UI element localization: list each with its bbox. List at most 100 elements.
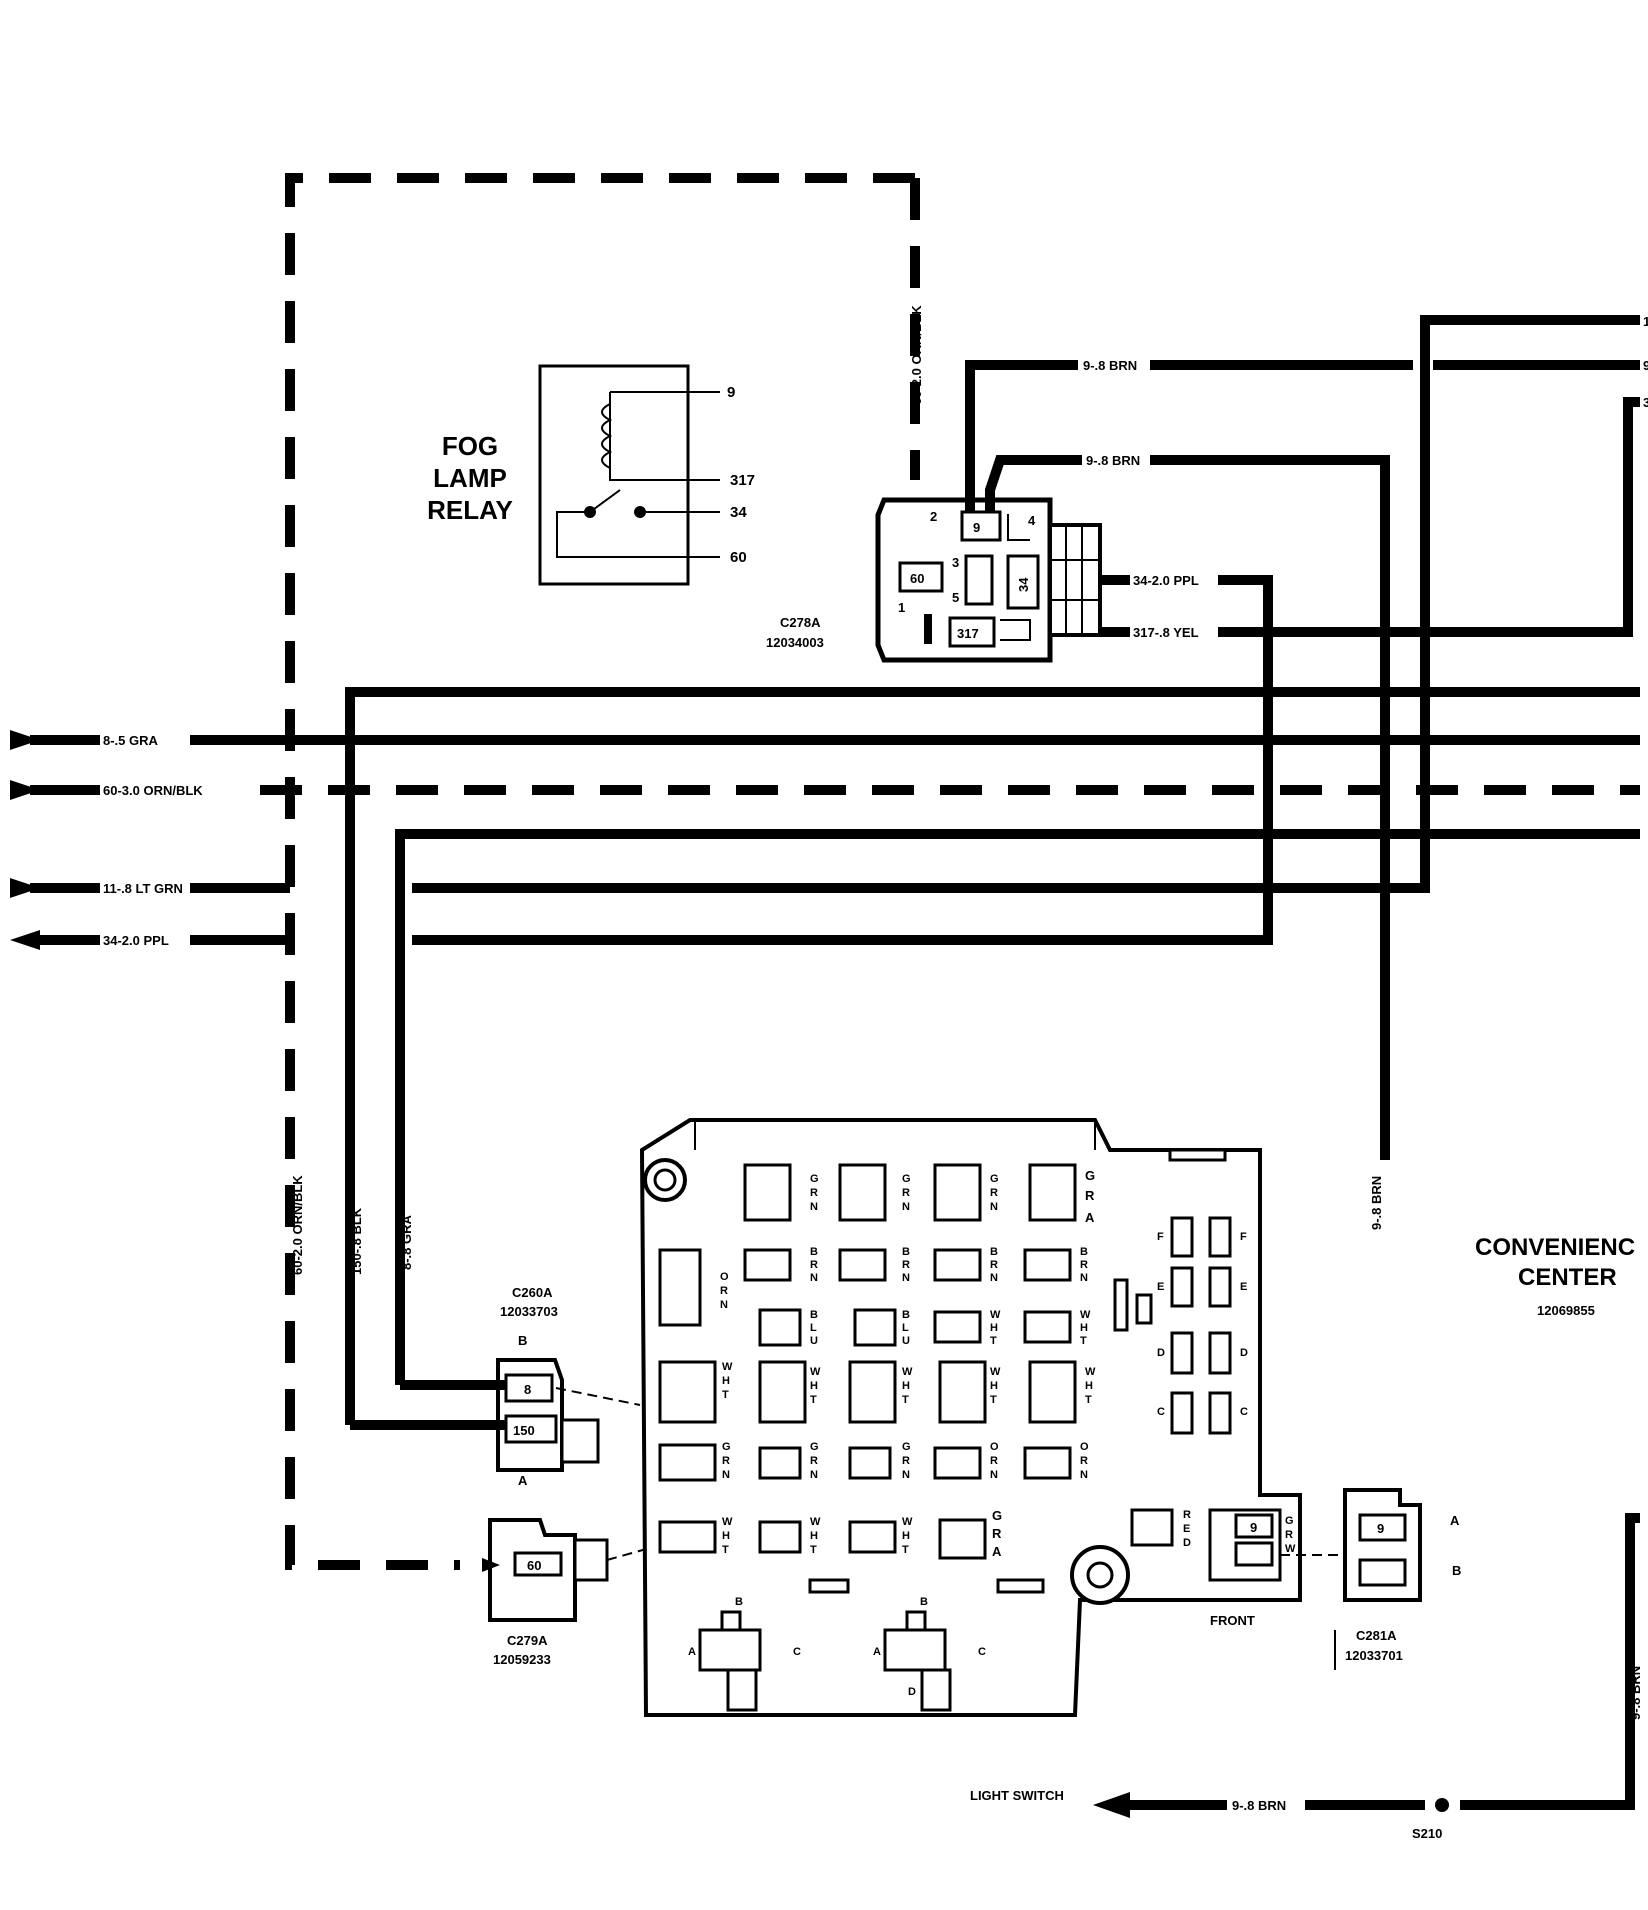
svg-text:150: 150 — [513, 1423, 535, 1438]
svg-text:W: W — [1085, 1366, 1096, 1378]
wire-label-9-brn-bottom: 9-.8 BRN — [1232, 1798, 1286, 1813]
c260a-side-a: A — [518, 1473, 528, 1488]
svg-text:T: T — [810, 1394, 817, 1406]
svg-text:R: R — [1080, 1455, 1088, 1467]
svg-text:W: W — [810, 1516, 821, 1528]
wire-label-34-ppl-right: 34-2.0 PPL — [1133, 573, 1199, 588]
svg-text:60: 60 — [527, 1558, 541, 1573]
relay-pin-34: 34 — [730, 504, 747, 521]
c260a-connector: C260A 12033703 B 8 150 A — [350, 1285, 641, 1488]
svg-text:N: N — [1080, 1469, 1088, 1481]
svg-text:T: T — [722, 1389, 729, 1401]
svg-text:R: R — [902, 1455, 910, 1467]
fuse-slot — [848, 1446, 892, 1480]
arrow-right-icon — [10, 780, 40, 800]
svg-text:E: E — [1183, 1523, 1190, 1535]
c281a-side-b: B — [1452, 1563, 1461, 1578]
svg-text:N: N — [990, 1201, 998, 1213]
svg-text:H: H — [990, 1380, 998, 1392]
svg-text:9: 9 — [973, 520, 980, 535]
svg-text:T: T — [1080, 1335, 1087, 1347]
fuse-slot — [848, 1520, 897, 1554]
svg-text:60: 60 — [910, 571, 924, 586]
c278a-name: C278A — [780, 615, 821, 630]
svg-text:W: W — [902, 1366, 913, 1378]
svg-text:D: D — [1157, 1347, 1165, 1359]
svg-text:R: R — [722, 1455, 730, 1467]
convenience-center: G R N G R N G R N G R A O R N B R N B R … — [639, 1118, 1635, 1717]
svg-text:R: R — [810, 1455, 818, 1467]
svg-text:L: L — [902, 1322, 909, 1334]
svg-text:R: R — [720, 1285, 728, 1297]
light-switch-feed: 9-.8 BRN S210 LIGHT SWITCH — [970, 1788, 1449, 1841]
svg-text:H: H — [810, 1380, 818, 1392]
wires-top: 9-.8 BRN 9-.8 BRN 34-2.0 PPL 317-.8 YEL — [412, 315, 1640, 1160]
right-pin-1: 1 — [1643, 314, 1648, 329]
fuse-slot — [1028, 1163, 1077, 1222]
svg-text:N: N — [902, 1469, 910, 1481]
center-part: 12069855 — [1537, 1303, 1595, 1318]
fuse-slot — [838, 1163, 887, 1222]
svg-text:G: G — [992, 1508, 1002, 1523]
svg-text:C: C — [793, 1646, 801, 1658]
svg-text:O: O — [1080, 1441, 1089, 1453]
c281a-cavity-9 — [1358, 1513, 1407, 1542]
fuse-slot — [933, 1163, 982, 1222]
c281a-side-a: A — [1450, 1513, 1460, 1528]
relay-switch-icon — [589, 489, 621, 513]
svg-text:W: W — [722, 1361, 733, 1373]
svg-text:L: L — [810, 1322, 817, 1334]
svg-text:H: H — [902, 1380, 910, 1392]
front-label: FRONT — [1210, 1613, 1255, 1628]
svg-text:W: W — [722, 1516, 733, 1528]
c279a-connector: 60 C279A 12059233 — [482, 1518, 651, 1667]
c281a-part: 12033701 — [1345, 1648, 1403, 1663]
light-switch-label: LIGHT SWITCH — [970, 1788, 1064, 1803]
c278a-connector: 2 9 4 60 3 34 5 1 317 C278A 12034003 — [766, 497, 1102, 663]
svg-text:R: R — [990, 1259, 998, 1271]
fuse-slot — [1208, 1331, 1232, 1375]
right-pin-9: 9 — [1643, 358, 1648, 373]
svg-text:W: W — [1285, 1543, 1296, 1555]
center-title-1: CONVENIENC — [1475, 1234, 1635, 1261]
relay-box — [538, 364, 690, 586]
svg-text:H: H — [722, 1530, 730, 1542]
fuse-slot — [838, 1248, 887, 1282]
fuse-slot — [1208, 1391, 1232, 1435]
svg-text:N: N — [810, 1469, 818, 1481]
left-bus-labels: 8-.5 GRA 60-3.0 ORN/BLK 11-.8 LT GRN 34-… — [10, 730, 203, 950]
relay-socket — [698, 1628, 762, 1672]
c260a-side-b: B — [518, 1333, 527, 1348]
svg-text:R: R — [990, 1187, 998, 1199]
c278a-cavity-317 — [948, 616, 996, 648]
fuse-slot — [933, 1446, 982, 1480]
svg-text:R: R — [810, 1187, 818, 1199]
svg-text:A: A — [1085, 1210, 1095, 1225]
svg-text:G: G — [902, 1173, 911, 1185]
svg-text:T: T — [810, 1544, 817, 1556]
fuse-slot — [1208, 1216, 1232, 1258]
svg-text:H: H — [902, 1530, 910, 1542]
svg-text:B: B — [810, 1246, 818, 1258]
svg-text:A: A — [992, 1544, 1002, 1559]
svg-text:G: G — [810, 1173, 819, 1185]
relay-title-2: LAMP — [433, 463, 507, 493]
svg-text:D: D — [908, 1686, 916, 1698]
svg-text:W: W — [990, 1309, 1001, 1321]
svg-text:B: B — [990, 1246, 998, 1258]
c278a-cav-1: 1 — [898, 600, 905, 615]
wire-label-150-blk: 150-.8 BLK — [349, 1207, 364, 1275]
c278a-cavity-34 — [1006, 554, 1040, 610]
bus-label-34-ppl: 34-2.0 PPL — [103, 933, 169, 948]
c279a-cavity-60 — [513, 1551, 563, 1577]
svg-text:N: N — [810, 1201, 818, 1213]
relay-pin-317: 317 — [730, 472, 755, 489]
fuse-slot — [658, 1360, 717, 1424]
svg-text:H: H — [810, 1530, 818, 1542]
c278a-cavity-9 — [960, 510, 1002, 542]
wire-label-317-yel: 317-.8 YEL — [1133, 625, 1199, 640]
fuse-slot — [1023, 1310, 1072, 1344]
wire-label-60-orn-left: 60-2.0 ORN/BLK — [290, 1175, 305, 1275]
svg-text:N: N — [722, 1469, 730, 1481]
c278a-cav-5: 5 — [952, 590, 959, 605]
